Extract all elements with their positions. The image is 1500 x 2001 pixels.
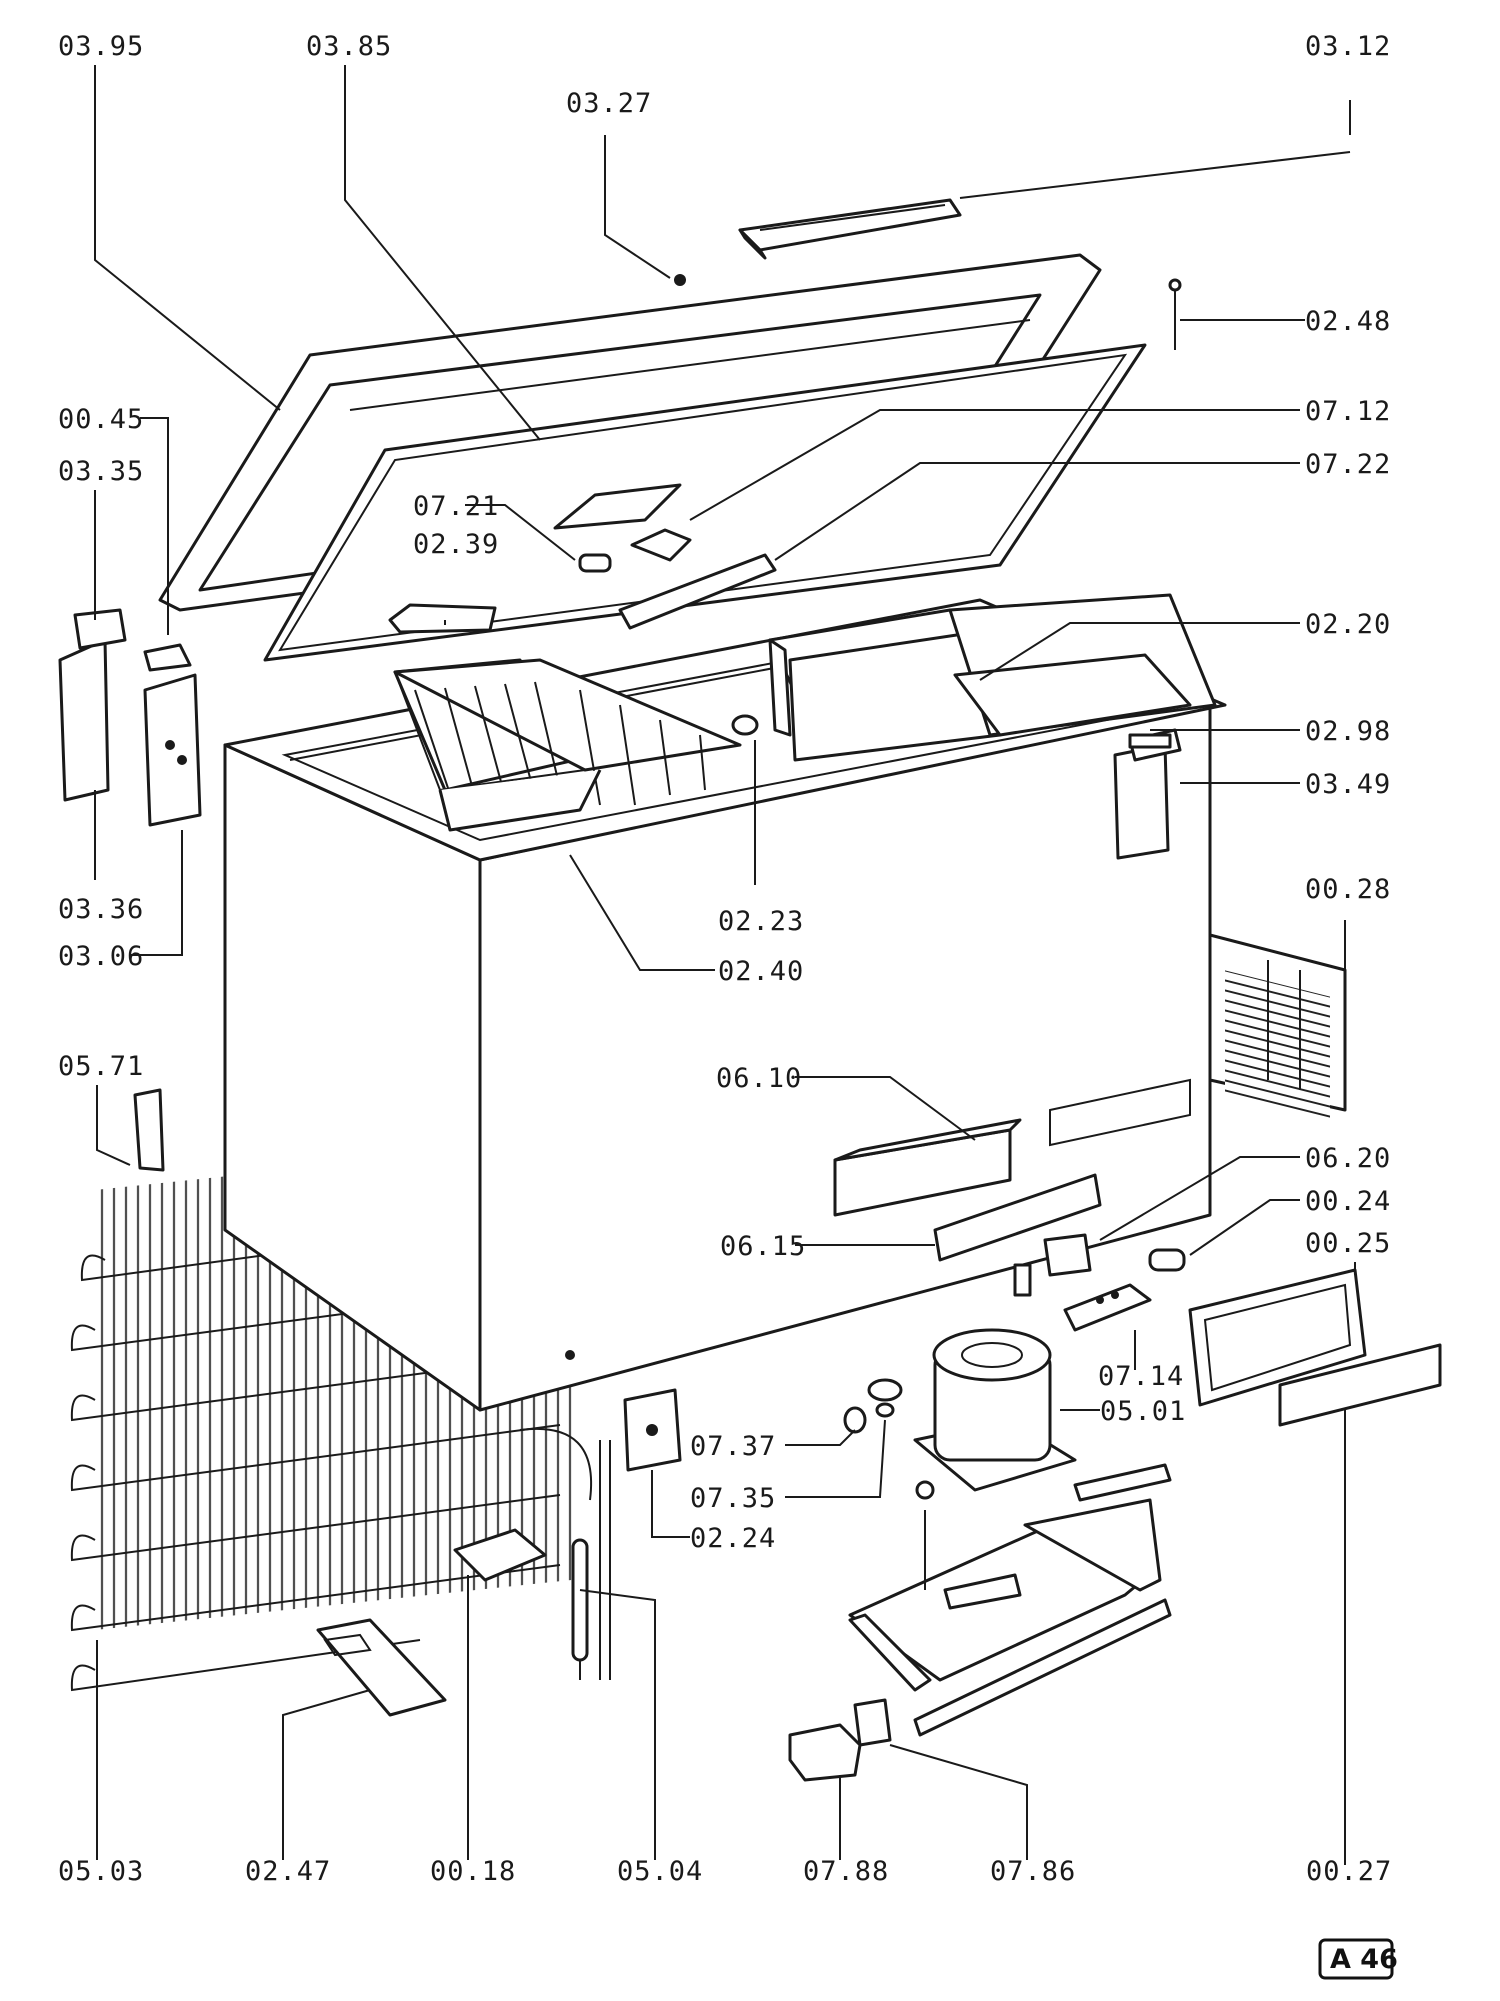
label-03-12: 03.12 (1305, 31, 1391, 62)
label-06-20: 06.20 (1305, 1143, 1391, 1174)
relay (1013, 1233, 1092, 1297)
filter-drier (571, 1440, 611, 1680)
label-00-18: 00.18 (430, 1856, 516, 1887)
basket (393, 658, 742, 832)
fan-cap (867, 1378, 903, 1418)
label-07-12: 07.12 (1305, 396, 1391, 427)
relay-bracket (933, 1173, 1102, 1262)
seal-clip (1128, 733, 1172, 749)
label-05-71: 05.71 (58, 1051, 144, 1082)
lamp-switch (388, 603, 497, 634)
label-03-35: 03.35 (58, 456, 144, 487)
cover-strip (1278, 1343, 1442, 1427)
thermostat-knob (731, 714, 759, 736)
label-07-35: 07.35 (690, 1483, 776, 1514)
label-02-47: 02.47 (245, 1856, 331, 1887)
label-06-15: 06.15 (720, 1231, 806, 1262)
label-07-14: 07.14 (1098, 1361, 1184, 1392)
label-02-24: 02.24 (690, 1523, 776, 1554)
screw (674, 274, 686, 286)
hinge-cover (58, 608, 127, 802)
label-00-45: 00.45 (58, 404, 144, 435)
control-panel (1188, 1268, 1367, 1407)
spring (915, 1480, 935, 1500)
label-02-20: 02.20 (1305, 609, 1391, 640)
sheet-code: A 46 (1330, 1944, 1398, 1975)
thermostat (1063, 1283, 1152, 1332)
lid-gasket (263, 343, 1147, 662)
label-07-86: 07.86 (990, 1856, 1076, 1887)
label-00-25: 00.25 (1305, 1228, 1391, 1259)
label-05-03: 05.03 (58, 1856, 144, 1887)
label-00-24: 00.24 (1305, 1186, 1391, 1217)
label-02-39: 02.39 (413, 529, 499, 560)
label-03-27: 03.27 (566, 88, 652, 119)
mounting-plate (623, 1388, 682, 1472)
compressor-base (848, 1498, 1172, 1737)
compressor (913, 1328, 1172, 1502)
lid-light-panel (553, 483, 777, 630)
lid-gasket-inner (278, 353, 1128, 652)
label-07-88: 07.88 (803, 1856, 889, 1887)
label-03-36: 03.36 (58, 894, 144, 925)
label-07-21: 07.21 (413, 491, 499, 522)
label-03-95: 03.95 (58, 31, 144, 62)
cabinet (223, 593, 1227, 1412)
label-00-27: 00.27 (1306, 1856, 1392, 1887)
label-02-48: 02.48 (1305, 306, 1391, 337)
part-labels: 03.95 03.85 03.27 03.12 02.48 00.45 03.3… (58, 31, 1392, 1887)
label-03-49: 03.49 (1305, 769, 1391, 800)
grommet (843, 1406, 867, 1434)
label-05-04: 05.04 (617, 1856, 703, 1887)
clip (133, 1088, 165, 1172)
handle (738, 198, 962, 260)
label-05-01: 05.01 (1100, 1396, 1186, 1427)
label-00-28: 00.28 (1305, 874, 1391, 905)
label-07-37: 07.37 (690, 1431, 776, 1462)
label-03-06: 03.06 (58, 941, 144, 972)
label-06-10: 06.10 (716, 1063, 802, 1094)
power-plug (788, 1698, 892, 1782)
lamp-socket (578, 553, 612, 573)
relay-box (833, 1078, 1191, 1217)
sheet-badge: A 46 (1318, 1938, 1398, 1980)
hinge-bracket (143, 643, 202, 827)
label-03-85: 03.85 (306, 31, 392, 62)
label-07-22: 07.22 (1305, 449, 1391, 480)
drain-tray (316, 1618, 447, 1717)
indicator-lens (1148, 1248, 1186, 1272)
rear-grille (1208, 933, 1347, 1122)
hinge-pin (1168, 278, 1182, 350)
label-02-23: 02.23 (718, 906, 804, 937)
bottom-bracket (453, 1528, 547, 1582)
leader-lines (94, 65, 1356, 1865)
label-02-98: 02.98 (1305, 716, 1391, 747)
label-02-40: 02.40 (718, 956, 804, 987)
